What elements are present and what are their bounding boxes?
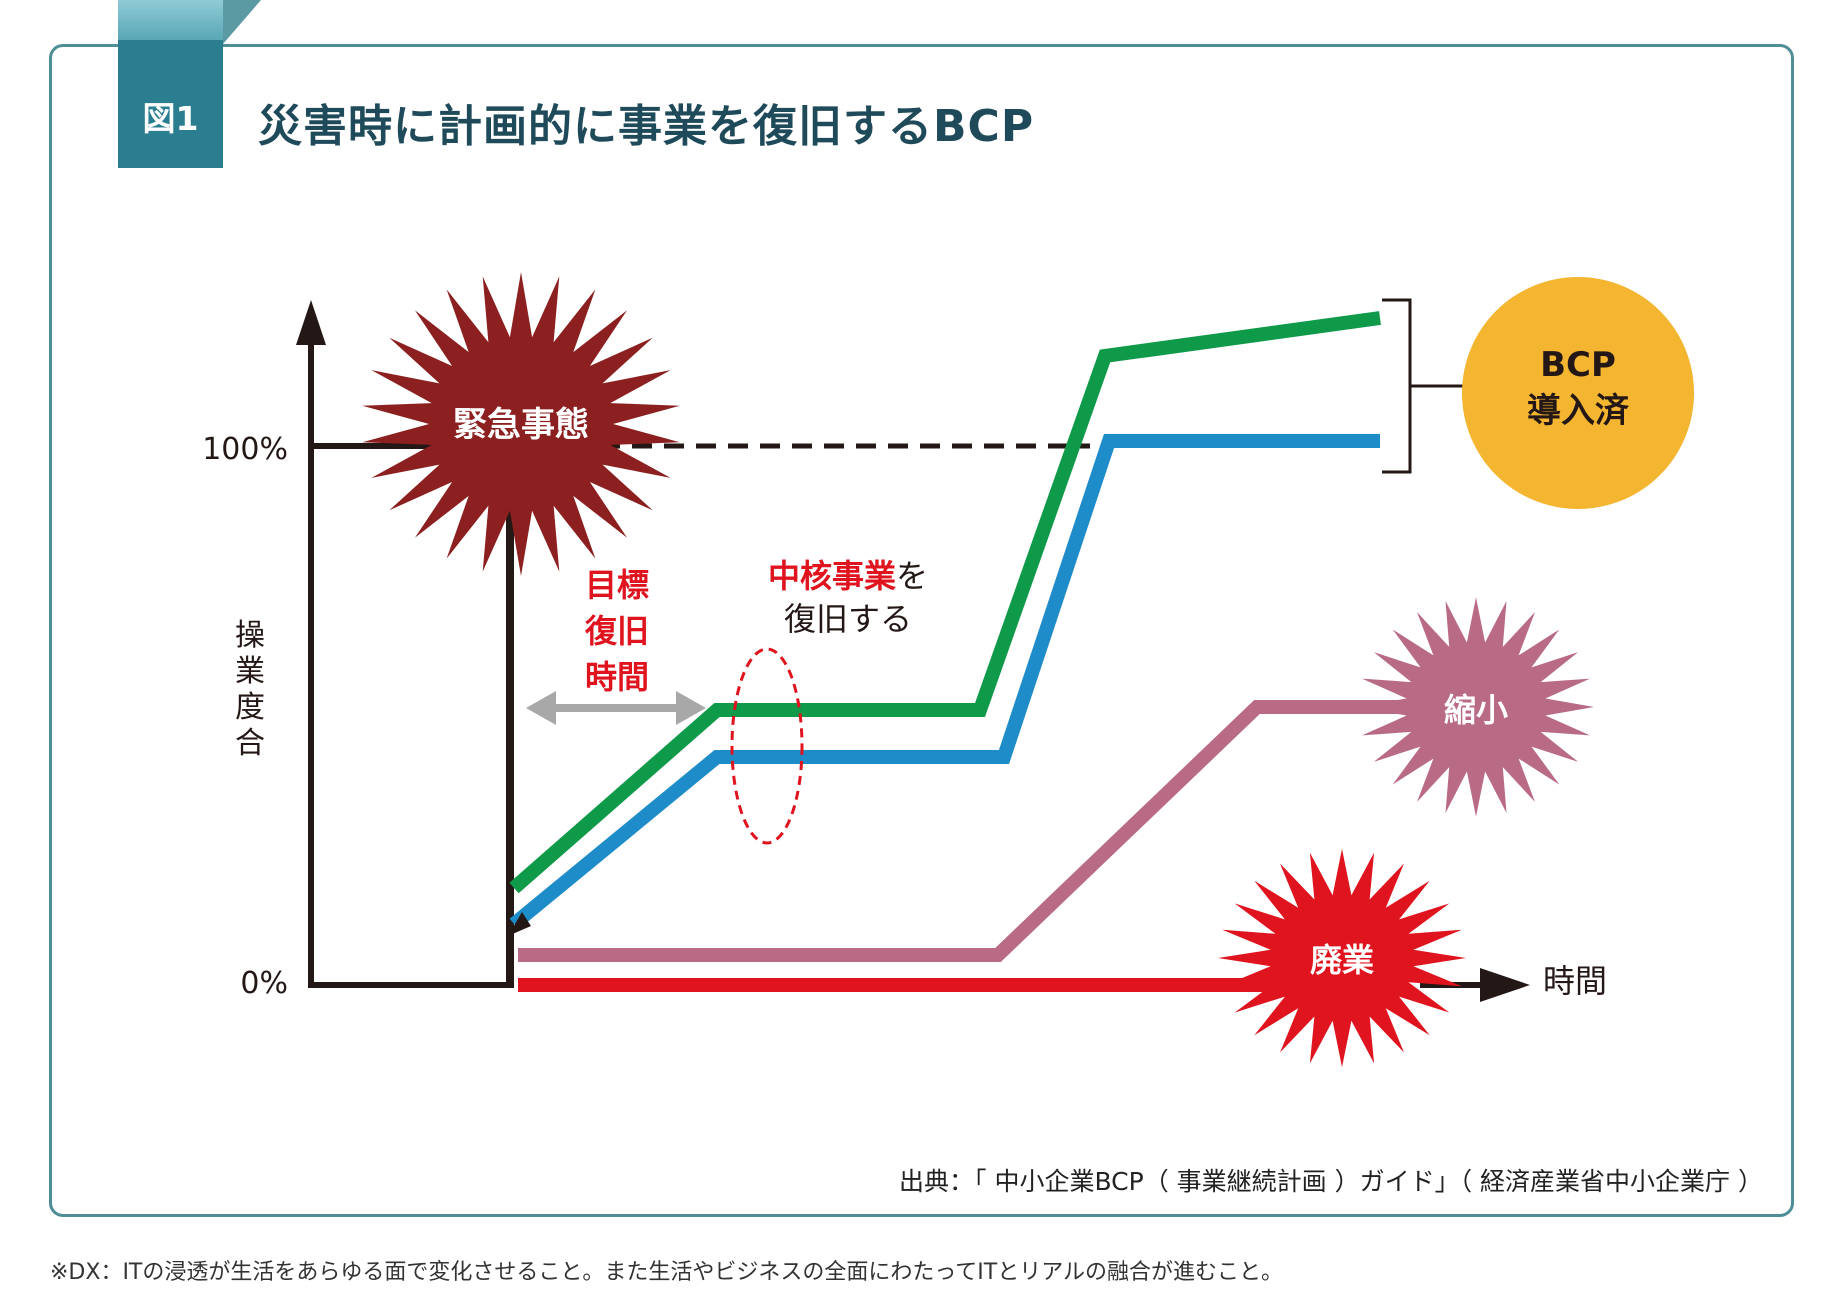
target-label-line2: 復旧 [584,612,649,650]
y-tick-100: 100% [202,432,288,467]
y-axis-title-char-3: 度 [235,690,265,725]
core-business-label-red: 中核事業 [768,557,896,595]
shrink-label: 縮小 [1444,691,1508,729]
y-axis-arrow [296,300,326,345]
bcp-implemented-circle [1462,277,1694,509]
core-business-label: 中核事業を [768,557,928,595]
figure-badge-highlight [118,0,223,40]
closure-label: 廃業 [1310,941,1374,979]
x-axis-title: 時間 [1543,962,1607,1000]
emergency-starburst [362,272,680,576]
target-time-arrow-right [676,691,706,725]
drop-arrowhead [508,912,531,936]
bcp-bracket [1382,298,1468,474]
source-citation: 出典：「 中小企業BCP（ 事業継続計画 ）ガイド」（ 経済産業省中小企業庁 ） [899,1167,1763,1196]
core-business-highlight-ellipse [730,647,804,845]
series-blue-bcp [509,434,1380,930]
x-axis-arrow [1480,968,1530,1002]
emergency-label: 緊急事態 [453,405,589,445]
y-axis-title-char-1: 操 [235,618,265,653]
bcp-label-line1: BCP [1540,345,1616,385]
figure-badge-fold [223,0,261,44]
closure-starburst [1218,848,1466,1068]
core-business-label-line2: 復旧する [784,600,912,638]
target-label-line3: 時間 [585,658,649,696]
target-label-line1: 目標 [585,566,649,604]
bcp-label-line2: 導入済 [1527,391,1630,431]
figure-title: 災害時に計画的に事業を復旧するBCP [258,101,1035,152]
shrink-starburst [1358,597,1594,817]
footnote: ※DX：ITの浸透が生活をあらゆる面で変化させること。また生活やビジネスの全面に… [50,1260,1283,1285]
series-green-bcp [509,311,1381,894]
y-axis-title-char-2: 業 [235,654,265,689]
y-axis-title-char-4: 合 [235,726,265,761]
figure-badge-label: 図1 [142,99,199,138]
target-time-arrow-left [526,691,556,725]
series-pink-shrink [518,700,1400,962]
y-tick-0: 0% [240,966,288,1001]
core-business-label-suffix: を [896,557,928,595]
